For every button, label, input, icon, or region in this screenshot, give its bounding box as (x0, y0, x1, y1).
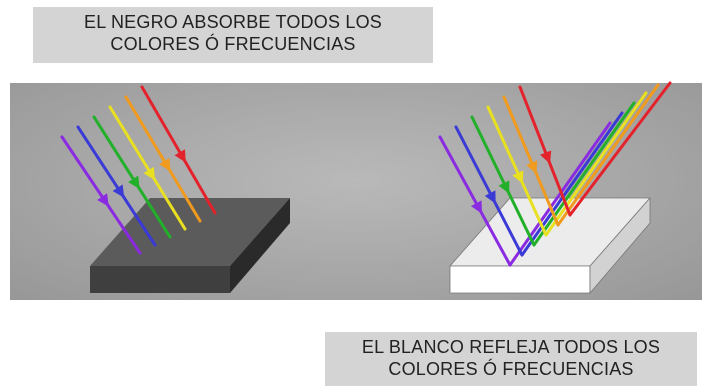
absorbed-ray-arrow-yellow (143, 166, 155, 181)
reflected-ray-violet (508, 121, 612, 267)
absorbed-ray-arrow-green (128, 175, 140, 189)
reflected-ray-blue (520, 111, 624, 257)
incident-ray-arrow-red (540, 150, 552, 164)
reflected-ray-orange (556, 83, 660, 227)
reflected-ray-red (568, 81, 672, 217)
black-absorbs-caption: EL NEGRO ABSORBE TODOS LOS COLORES Ó FRE… (33, 7, 433, 63)
light-reflection-diagram (60, 81, 672, 295)
absorbed-ray-arrow-violet (97, 193, 109, 207)
incident-ray-green (470, 115, 536, 247)
incident-ray-arrow-violet (470, 200, 482, 214)
absorbed-ray-arrow-red (174, 149, 186, 163)
black-block-side (230, 198, 290, 293)
absorbed-rays (60, 85, 217, 255)
white-block-side (589, 196, 651, 295)
incident-ray-violet (438, 135, 512, 267)
absorbed-ray-orange (124, 95, 202, 223)
white-caption-line-2: COLORES Ó FRECUENCIAS (388, 359, 634, 379)
black-block-front (90, 266, 230, 293)
absorbed-ray-blue (76, 125, 157, 247)
reflected-rays (438, 81, 672, 267)
incident-ray-arrow-green (498, 180, 510, 194)
absorbed-ray-violet (60, 135, 142, 255)
black-block-top (90, 198, 290, 266)
incident-ray-yellow (486, 105, 548, 237)
reflected-ray-green (532, 101, 636, 247)
absorbed-ray-yellow (108, 105, 187, 231)
incident-ray-arrow-yellow (512, 170, 524, 184)
white-block-front (449, 265, 591, 294)
incident-ray-arrow-orange (526, 160, 538, 174)
black-caption-line-2: COLORES Ó FRECUENCIAS (110, 34, 356, 54)
white-reflects-caption: EL BLANCO REFLEJA TODOS LOS COLORES Ó FR… (325, 332, 697, 386)
absorbed-ray-arrow-orange (159, 158, 171, 172)
black-surface-block (90, 198, 290, 293)
incident-ray-arrow-blue (484, 190, 496, 204)
absorbed-ray-arrow-blue (112, 184, 125, 198)
absorbed-ray-green (92, 115, 172, 239)
incident-ray-orange (502, 95, 560, 227)
reflected-ray-yellow (544, 91, 648, 237)
absorbed-ray-red (140, 85, 217, 215)
incident-ray-blue (454, 125, 524, 257)
white-caption-line-1: EL BLANCO REFLEJA TODOS LOS (361, 337, 661, 357)
incident-ray-red (518, 85, 572, 217)
black-caption-line-1: EL NEGRO ABSORBE TODOS LOS (84, 12, 382, 32)
